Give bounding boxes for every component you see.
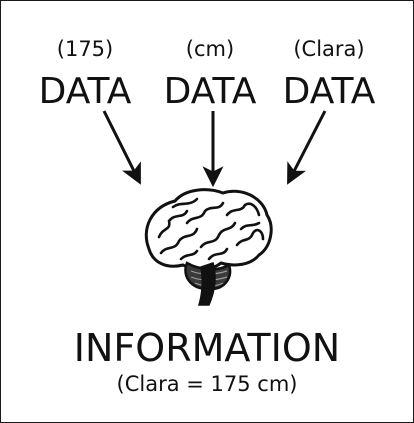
data-value-1: (175) <box>56 37 114 61</box>
arrow-down-icon <box>102 110 141 185</box>
data-label-1: DATA <box>38 71 132 112</box>
brain-icon <box>144 188 273 306</box>
data-value-3: (Clara) <box>293 37 365 61</box>
information-detail: (Clara = 175 cm) <box>116 372 298 396</box>
data-label-2: DATA <box>163 71 257 112</box>
data-value-2: (cm) <box>185 37 235 61</box>
arrow-down-icon <box>287 110 327 185</box>
data-label-3: DATA <box>282 71 376 112</box>
information-label: INFORMATION <box>73 326 341 370</box>
